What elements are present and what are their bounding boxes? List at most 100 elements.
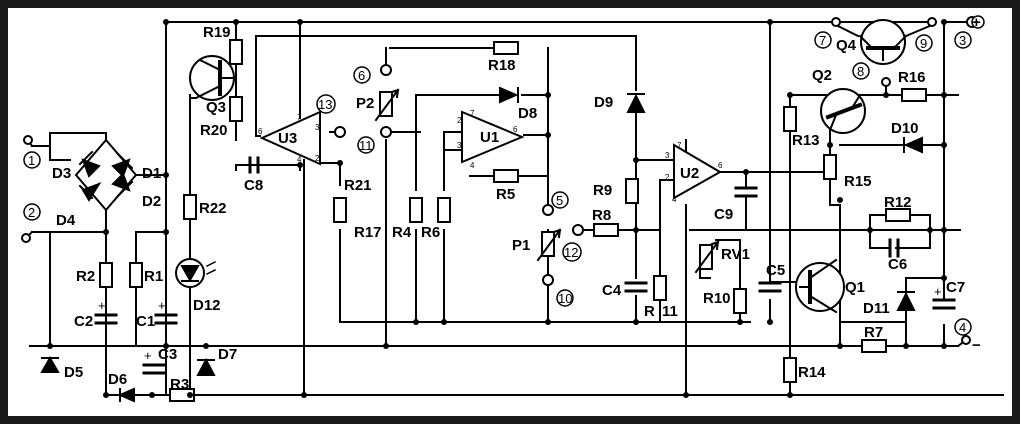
label-r5: R5 (496, 186, 515, 203)
label-r13: R13 (792, 132, 820, 149)
resistor-r6 (437, 197, 451, 223)
terminal-12-label: 12 (564, 245, 578, 260)
label-d12: D12 (193, 297, 221, 314)
supply-ring (971, 15, 985, 29)
label-p2: P2 (356, 95, 374, 112)
capacitor-c3 (142, 363, 166, 375)
label-r7: R7 (864, 324, 883, 341)
u3-pin4: 4 (297, 155, 302, 164)
transistor-q4 (858, 19, 908, 65)
u2-pin4: 4 (672, 195, 677, 204)
label-r17: R17 (354, 224, 382, 241)
capacitor-c1 (154, 313, 178, 325)
label-u1: U1 (480, 129, 499, 146)
label-r11-number: 11 (662, 303, 678, 320)
polarity-plus: + (972, 14, 981, 31)
label-q3: Q3 (206, 99, 226, 116)
terminal-4-label: 4 (959, 320, 966, 335)
power-supply-schematic: R19 Q3 R20 C8 R22 D12 U3 R21 R17 R4 R6 P… (21, 14, 1004, 403)
terminal-13-label: 13 (318, 97, 332, 112)
label-c9: C9 (714, 206, 733, 223)
polarity-minus: − (972, 337, 981, 354)
label-d4: D4 (56, 212, 76, 229)
resistor-r1 (129, 262, 143, 288)
label-r16: R16 (898, 69, 926, 86)
resistor-r15 (823, 154, 837, 180)
resistor-r22 (183, 194, 197, 220)
c3-plus: + (144, 348, 152, 363)
label-rv1: RV1 (721, 246, 750, 263)
c2-plus: + (98, 298, 106, 313)
label-q4: Q4 (836, 37, 857, 54)
terminal-5-label: 5 (556, 193, 563, 208)
terminal-7-label: 7 (819, 33, 826, 48)
opamp-u2 (673, 143, 723, 200)
c7-plus: + (934, 284, 942, 299)
terminal-1-label: 1 (28, 153, 35, 168)
label-d3: D3 (52, 165, 71, 182)
label-r18: R18 (488, 57, 516, 74)
resistor-r4 (409, 197, 423, 223)
diode-d4 (78, 182, 102, 202)
label-d6: D6 (108, 371, 127, 388)
pot-arrows (374, 88, 720, 274)
terminal-8-label: 8 (857, 64, 864, 79)
label-r19: R19 (203, 24, 231, 41)
label-c1: C1 (136, 313, 155, 330)
label-c7: C7 (946, 279, 965, 296)
capacitor-c9 (734, 186, 758, 198)
u2-pin3: 3 (665, 151, 670, 160)
diode-d11 (896, 291, 916, 311)
transistor-q3 (189, 55, 237, 101)
resistor-r3 (169, 388, 195, 402)
capacitor-c8 (248, 156, 260, 174)
label-r9: R9 (593, 182, 612, 199)
diode-d5 (40, 355, 60, 373)
u1-pin4: 4 (470, 161, 475, 170)
label-r10: R10 (703, 290, 731, 307)
transistor-q1 (795, 258, 845, 314)
resistor-r12 (885, 208, 911, 222)
label-u2: U2 (680, 165, 699, 182)
u3-pin2: 2 (315, 154, 320, 163)
opamp-u1 (461, 110, 525, 164)
terminal-9-label: 9 (920, 36, 927, 51)
diode-d3 (78, 150, 101, 178)
resistor-r2 (99, 262, 113, 288)
resistor-r10 (733, 288, 747, 314)
label-r22: R22 (199, 200, 227, 217)
u1-pin3: 3 (457, 141, 462, 150)
label-c2: C2 (74, 313, 93, 330)
label-d9: D9 (594, 94, 613, 111)
capacitor-c2 (94, 313, 118, 325)
label-d8: D8 (518, 105, 537, 122)
u2-pin2: 2 (665, 173, 670, 182)
label-c6: C6 (888, 256, 907, 273)
label-r3: R3 (170, 376, 189, 393)
label-r11-prefix: R (644, 303, 655, 320)
label-u3: U3 (278, 130, 297, 147)
resistor-r16 (901, 88, 927, 102)
label-d1: D1 (142, 165, 161, 182)
label-r20: R20 (200, 122, 228, 139)
resistor-r21 (333, 197, 347, 223)
terminal-rings (23, 31, 972, 336)
capacitor-c5 (758, 281, 782, 293)
label-d5: D5 (64, 364, 83, 381)
label-r12: R12 (884, 194, 912, 211)
capacitor-c7 (932, 298, 956, 310)
label-r6: R6 (421, 224, 440, 241)
diodes (40, 86, 923, 403)
diode-d2 (111, 172, 134, 198)
label-r4: R4 (392, 224, 412, 241)
diode-d1 (111, 152, 134, 178)
resistor-r18 (493, 41, 519, 55)
resistor-r13 (783, 106, 797, 132)
junction-dots (47, 19, 947, 398)
led-d12 (175, 258, 217, 288)
transistors (189, 19, 908, 314)
terminal-11-label: 11 (359, 138, 373, 153)
resistors (99, 39, 927, 402)
c1-plus: + (158, 298, 166, 313)
label-d7: D7 (218, 346, 237, 363)
